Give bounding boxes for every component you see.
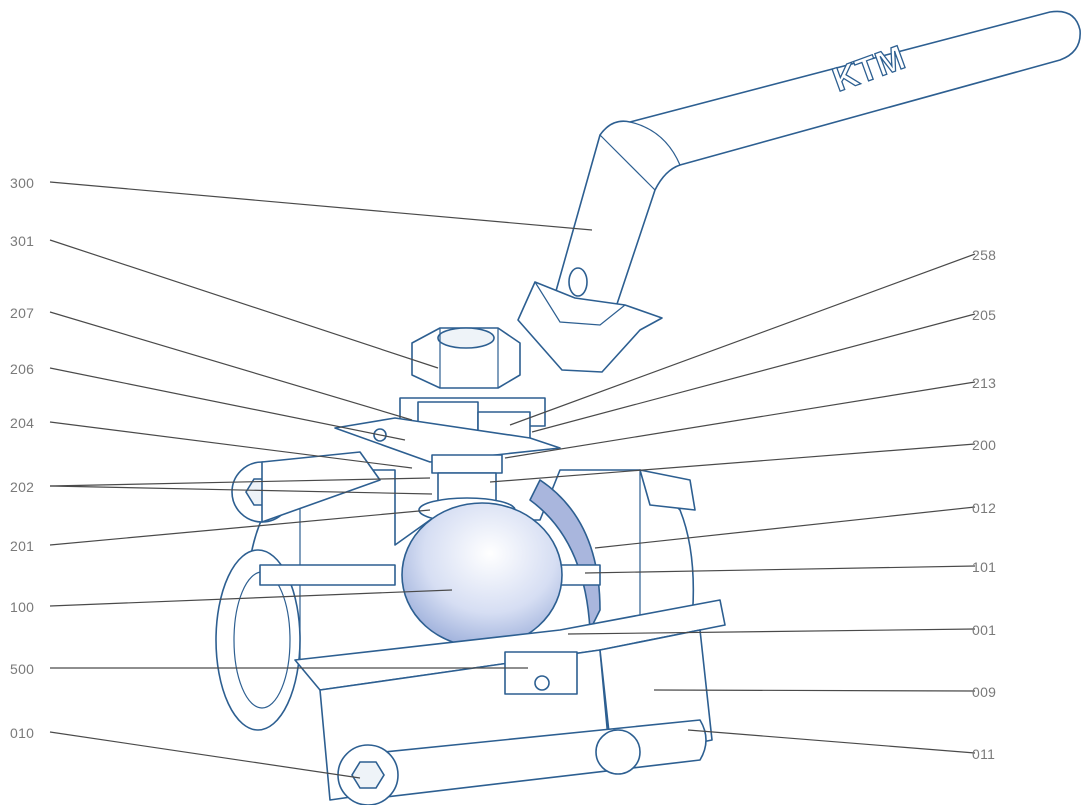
label-202: 202 [10, 479, 35, 495]
leader-009 [653, 689, 976, 692]
label-101: 101 [972, 559, 997, 575]
label-500: 500 [10, 661, 35, 677]
leader-012 [594, 506, 976, 549]
label-301: 301 [10, 233, 35, 249]
leader-300 [49, 181, 593, 231]
leader-101 [584, 565, 976, 574]
label-207: 207 [10, 305, 35, 321]
stem-nut-assembly [334, 327, 561, 463]
leader-204 [49, 421, 413, 469]
leader-001 [567, 628, 976, 635]
leader-010 [49, 731, 361, 779]
valve-ball [401, 502, 563, 648]
leader-213 [504, 381, 976, 459]
valve-body [215, 469, 695, 731]
label-205: 205 [972, 307, 997, 323]
label-010: 010 [10, 725, 35, 741]
leader-207 [49, 311, 413, 421]
leader-258 [509, 253, 976, 426]
bottom-clamp-assembly [231, 451, 726, 805]
label-213: 213 [972, 375, 997, 391]
leader-100 [49, 589, 453, 607]
leader-lines [49, 181, 976, 779]
label-200: 200 [972, 437, 997, 453]
label-001: 001 [972, 622, 997, 638]
leader-206 [49, 367, 406, 441]
label-204: 204 [10, 415, 35, 431]
leader-200 [489, 443, 976, 483]
leader-301 [49, 239, 439, 369]
label-009: 009 [972, 684, 997, 700]
leader-202b [49, 485, 433, 495]
label-012: 012 [972, 500, 997, 516]
leader-201 [49, 509, 431, 546]
label-100: 100 [10, 599, 35, 615]
label-011: 011 [972, 746, 996, 762]
leader-202a [49, 477, 431, 487]
label-258: 258 [972, 247, 997, 263]
leader-011 [687, 729, 976, 754]
lever-handle: KTM [517, 10, 1081, 373]
label-201: 201 [10, 538, 35, 554]
leader-205 [531, 313, 976, 433]
label-206: 206 [10, 361, 35, 377]
label-300: 300 [10, 175, 35, 191]
